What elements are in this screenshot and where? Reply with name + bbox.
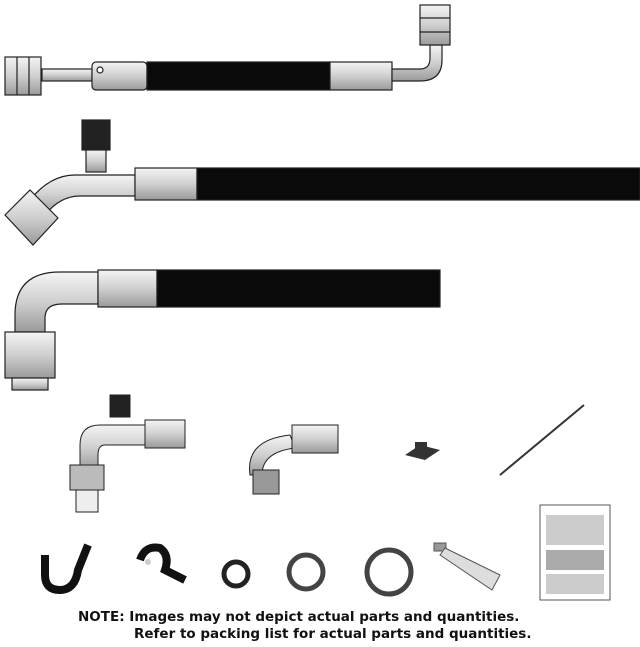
elbow-fitting (249, 424, 339, 495)
o-ring-medium (286, 552, 326, 592)
disclaimer-line-2: Refer to packing list for actual parts a… (134, 626, 532, 642)
o-ring-large (364, 547, 414, 597)
hose-clamp-2 (136, 543, 187, 584)
lubricant-tube (433, 542, 501, 591)
screw (405, 442, 440, 460)
hose-assembly-2 (4, 119, 640, 246)
hose-assembly-1 (4, 4, 451, 96)
wire-tie (499, 404, 585, 476)
disclaimer-line-1: NOTE: Images may not depict actual parts… (78, 609, 520, 625)
hose-assembly-3 (4, 269, 441, 391)
instruction-sheet (539, 504, 611, 601)
o-ring-small (221, 559, 251, 589)
hose-clamp-1 (41, 543, 92, 595)
service-port-fitting (69, 394, 186, 513)
